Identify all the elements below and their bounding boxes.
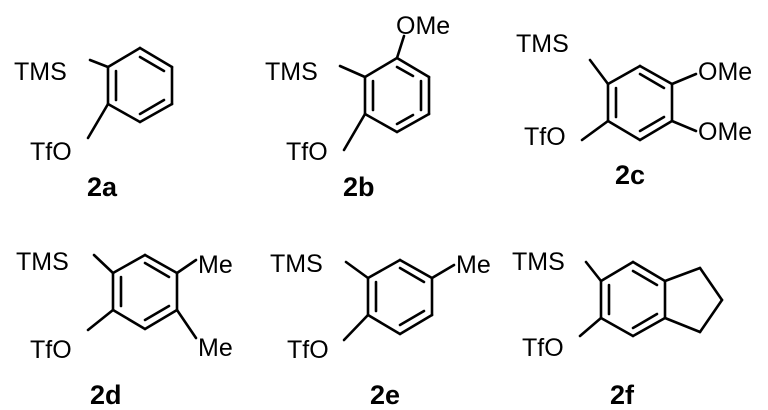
tms-bond-2a — [88, 58, 110, 69]
compound-2e: TMS TfO Me 2e — [270, 250, 491, 410]
tms-bond-2b — [338, 64, 367, 79]
compound-label-2b: 2b — [343, 172, 375, 202]
me-label-2e: Me — [456, 251, 491, 279]
tms-label-2e: TMS — [270, 250, 323, 278]
me2-bond-2d — [175, 308, 198, 340]
benzene-ring-2a — [106, 46, 174, 124]
compound-2b: TMS TfO OMe 2b — [265, 12, 450, 202]
ome2-label-2c: OMe — [698, 118, 752, 146]
compound-2a: TMS TfO 2a — [14, 46, 174, 202]
otf-bond-2a — [86, 102, 110, 140]
otf-bond-2f — [578, 316, 603, 338]
compound-label-2c: 2c — [615, 160, 645, 190]
compound-label-2f: 2f — [610, 380, 635, 410]
tms-bond-2d — [92, 253, 115, 275]
benzene-ring-2b — [363, 56, 431, 134]
benzene-ring-2d — [111, 253, 179, 331]
otf-label-2a: TfO — [30, 138, 72, 166]
otf-label-2e: TfO — [287, 336, 329, 364]
cyclopentane-ring-2f — [663, 266, 724, 334]
ome-bond-2b — [395, 34, 406, 60]
otf-bond-2d — [86, 308, 115, 332]
tms-label-2a: TMS — [14, 58, 67, 86]
ome1-label-2c: OMe — [698, 58, 752, 86]
tms-bond-2e — [344, 260, 370, 280]
compound-label-2e: 2e — [370, 380, 400, 410]
tms-label-2d: TMS — [16, 248, 69, 276]
ome-label-2b: OMe — [396, 12, 450, 40]
ome2-bond-2c — [670, 119, 698, 133]
compound-2d: TMS TfO Me Me 2d — [16, 248, 233, 410]
ome1-bond-2c — [670, 72, 698, 86]
compound-2f: TMS TfO 2f — [512, 248, 724, 410]
compound-2c: TMS TfO OMe OMe 2c — [516, 30, 752, 190]
otf-label-2c: TfO — [524, 123, 566, 151]
tms-label-2b: TMS — [265, 58, 318, 86]
me2-label-2d: Me — [198, 334, 233, 362]
otf-label-2b: TfO — [286, 138, 328, 166]
otf-bond-2e — [342, 313, 370, 342]
otf-label-2d: TfO — [30, 336, 72, 364]
otf-label-2f: TfO — [522, 334, 564, 362]
me1-bond-2d — [175, 258, 198, 275]
me1-label-2d: Me — [198, 251, 233, 279]
tms-label-2f: TMS — [512, 248, 565, 276]
benzene-ring-2f — [599, 260, 667, 338]
me-bond-2e — [430, 263, 456, 280]
compound-label-2d: 2d — [90, 380, 122, 410]
tms-bond-2f — [584, 260, 603, 283]
compound-label-2a: 2a — [87, 172, 118, 202]
otf-bond-2b — [342, 112, 367, 152]
otf-bond-2c — [580, 119, 610, 142]
tms-label-2c: TMS — [516, 30, 569, 58]
tms-bond-2c — [588, 58, 610, 86]
benzene-ring-2c — [606, 64, 674, 142]
benzene-ring-2e — [366, 258, 434, 336]
